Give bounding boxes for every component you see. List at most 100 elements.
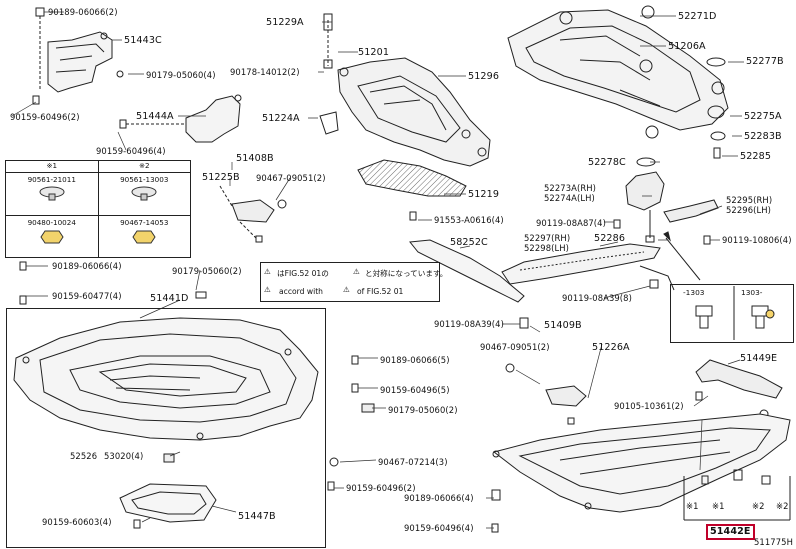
- plate-51447b: [119, 483, 217, 529]
- clip-icon: [131, 186, 157, 201]
- diagram-reference-number: 511775H: [754, 537, 793, 547]
- bracket-52273a: [613, 171, 665, 243]
- callout-label: 52277B: [746, 56, 784, 67]
- callout-label: 90159-60496(2): [346, 483, 416, 493]
- undercover-group-frame: [6, 308, 326, 548]
- callout-label: 90119-08A39(8): [562, 293, 632, 303]
- date-range-early: -1303: [683, 288, 705, 297]
- callout-label: 90179-05060(4): [146, 70, 216, 80]
- fastener-column: [327, 355, 375, 491]
- callout-label: 90179-05060(2): [172, 266, 242, 276]
- callout-label: 90467-09051(2): [480, 342, 550, 352]
- fastener-table-cell: 90561-21011: [5, 172, 99, 216]
- callout-label: 90119-08A39(4): [434, 319, 504, 329]
- callout-label: 90159-60496(4): [96, 146, 166, 156]
- plate-51219: [357, 159, 467, 221]
- callout-label: 90105-10361(2): [614, 401, 684, 411]
- leader-lines: [11, 11, 744, 529]
- callout-label: 90159-60496(5): [380, 385, 450, 395]
- notice-line1b: と対称になっています。: [365, 269, 448, 278]
- callout-label: 90119-10806(4): [722, 235, 792, 245]
- callout-label: 51201: [358, 47, 390, 58]
- callout-label: 51444A: [136, 111, 174, 122]
- callout-label: 51224A: [262, 113, 300, 124]
- bracket-51408b: [219, 185, 287, 243]
- brace-52297: [501, 231, 701, 291]
- fastener-part-number: 90561-21011: [27, 175, 76, 185]
- warning-icon: ⚠: [264, 267, 271, 276]
- callout-label: 90179-05060(2): [388, 405, 458, 415]
- fastener-table-header-1: ※1: [5, 159, 99, 174]
- notice-line2a: accord with: [279, 287, 323, 296]
- callout-label: 52271D: [678, 11, 717, 22]
- callout-label: 51441D: [150, 293, 189, 304]
- callout-label: 51229A: [266, 17, 304, 28]
- crossmember-51201: [319, 13, 491, 167]
- symmetry-notice: ⚠ はFIG.52 01の ⚠ と対称になっています。 ⚠ accord wit…: [260, 262, 447, 302]
- callout-label: 90159-60603(4): [42, 517, 112, 527]
- callout-label: 51206A: [668, 41, 706, 52]
- callout-label: 52297(RH): [524, 233, 571, 243]
- fastener-table-cell: 90561-13003: [97, 172, 191, 216]
- callout-label: 52283B: [744, 131, 782, 142]
- callout-label: 52295(RH): [726, 195, 773, 205]
- fastener-table-header-2: ※2: [97, 159, 191, 174]
- callout-label: 90467-09051(2): [256, 173, 326, 183]
- callout-label: 51443C: [124, 35, 162, 46]
- nut-icon: [132, 230, 156, 244]
- rear-member-51206a: [507, 5, 729, 167]
- callout-label: 90159-60496(2): [10, 112, 80, 122]
- callout-label: 90189-06066(5): [380, 355, 450, 365]
- undercover-51442e: [491, 413, 791, 533]
- warning-icon: ⚠: [343, 285, 350, 294]
- bracket-51449e: [695, 359, 783, 419]
- callout-label: 51219: [468, 189, 500, 200]
- callout-label: 90159-60496(4): [404, 523, 474, 533]
- callout-label: 90159-60477(4): [52, 291, 122, 301]
- clip-type-marker: ※2: [752, 501, 765, 511]
- clip-type-marker: ※2: [776, 501, 789, 511]
- callout-label: 51296: [468, 71, 500, 82]
- bracket-51409b: [505, 317, 587, 425]
- callout-label: 90189-06066(4): [52, 261, 122, 271]
- highlighted-part-label[interactable]: 51442E: [706, 524, 755, 540]
- callout-label: 90467-07214(3): [378, 457, 448, 467]
- fastener-part-number: 90561-13003: [120, 175, 169, 185]
- callout-label: 90119-08A87(4): [536, 218, 606, 228]
- callout-label: 51408B: [236, 153, 274, 164]
- clip-type-marker: ※1: [686, 501, 699, 511]
- warning-icon: ⚠: [353, 267, 360, 276]
- bracket-52295: [663, 199, 719, 245]
- clip-type-marker: ※1: [712, 501, 725, 511]
- production-date-inset: -1303 1303-: [670, 284, 794, 343]
- bracket-52526: [163, 453, 175, 463]
- callout-label: 90189-06066(2): [48, 7, 118, 17]
- callout-label: 90189-06066(4): [404, 493, 474, 503]
- callout-label: 52285: [740, 151, 772, 162]
- callout-label: 52296(LH): [726, 205, 772, 215]
- callout-label: 52274A(LH): [544, 193, 595, 203]
- notice-line2b: of FIG.52 01: [357, 287, 404, 296]
- date-range-late: 1303-: [741, 288, 763, 297]
- callout-label: 51409B: [544, 320, 582, 331]
- callout-label: 91553-A0616(4): [434, 215, 504, 225]
- callout-label: 52286: [594, 233, 626, 244]
- fastener-part-number: 90467-14053: [120, 217, 169, 227]
- bracket-51444a: [119, 94, 242, 143]
- clip-icon: [39, 186, 65, 201]
- callout-label: 51225B: [202, 172, 240, 183]
- fastener-table: ※1 ※2 90561-21011 90561-13003 90480-1002…: [5, 159, 191, 259]
- inset-bolt-drawings: [695, 286, 775, 340]
- fastener-table-cell: 90480-10024: [5, 214, 99, 259]
- fastener-table-cell: 90467-14053: [97, 214, 191, 259]
- callout-label: 52298(LH): [524, 243, 570, 253]
- callout-label: 51449E: [740, 353, 778, 364]
- callout-label: 52275A: [744, 111, 782, 122]
- callout-label: 52526: [70, 451, 98, 461]
- fastener-part-number: 90480-10024: [27, 217, 76, 227]
- callout-label: 53020(4): [104, 451, 144, 461]
- callout-label: 51226A: [592, 342, 630, 353]
- callout-label: 52273A(RH): [544, 183, 597, 193]
